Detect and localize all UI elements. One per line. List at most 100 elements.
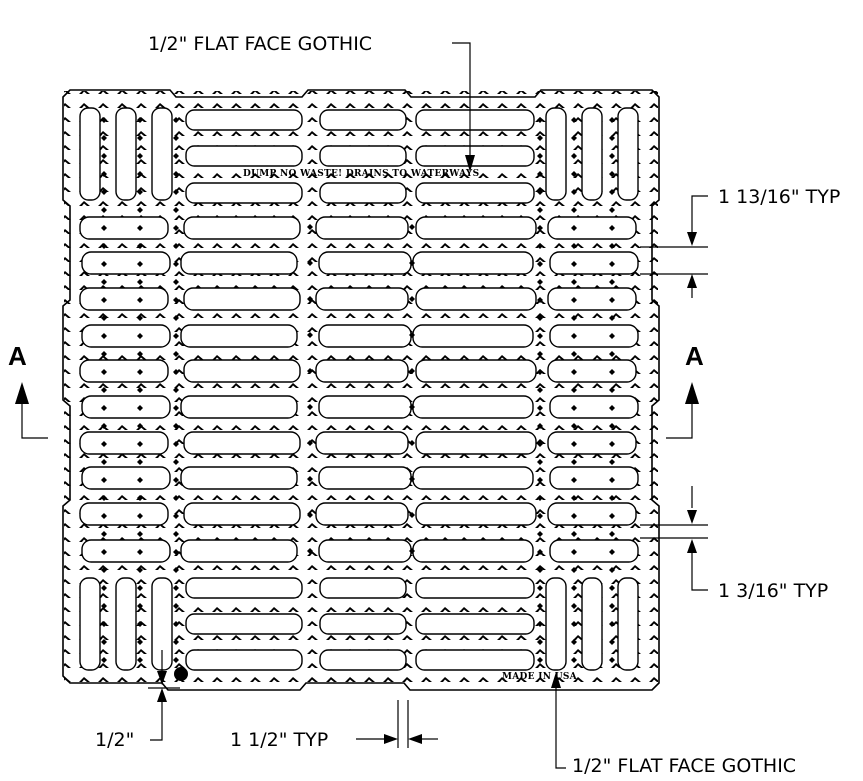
diamond-stud [101, 189, 107, 195]
diamond-stud [137, 171, 143, 177]
grate-slot [547, 287, 637, 311]
grate-slot [79, 431, 169, 455]
diamond-stud [571, 171, 577, 177]
grate-slot [415, 287, 537, 311]
diamond-stud [537, 297, 543, 303]
grate-slot [415, 577, 535, 599]
grate-slot [180, 324, 298, 348]
diamond-stud [137, 243, 143, 249]
diamond-stud [609, 477, 615, 483]
grate-slot [318, 539, 412, 563]
diamond-stud [537, 243, 543, 249]
diamond-stud [571, 639, 577, 645]
diamond-stud [537, 333, 543, 339]
grate-slot [185, 109, 303, 131]
diamond-stud [537, 135, 543, 141]
diamond-stud [101, 549, 107, 555]
grate-slot [318, 466, 412, 490]
dim-slot-width [640, 195, 708, 298]
diamond-stud [173, 117, 179, 123]
diamond-stud [537, 351, 543, 357]
diamond-stud [101, 423, 107, 429]
diamond-stud [571, 153, 577, 159]
grate-slot [547, 502, 637, 526]
callout-edge-margin: 1/2" [95, 729, 134, 751]
grate-slot [185, 182, 303, 204]
diamond-stud [571, 225, 577, 231]
grate-slot [180, 251, 298, 275]
diamond-stud [137, 333, 143, 339]
callout-slot-gap-typ: 1 1/2" TYP [230, 729, 328, 751]
diamond-stud [173, 459, 179, 465]
diamond-stud [173, 405, 179, 411]
grate-slot [415, 431, 537, 455]
section-marker-right: A [685, 341, 704, 371]
diamond-stud [571, 441, 577, 447]
grate-slot [319, 182, 407, 204]
diamond-stud [173, 477, 179, 483]
grate-slot [183, 502, 301, 526]
grate-slot [318, 395, 412, 419]
diamond-stud [137, 315, 143, 321]
grate-slot [318, 251, 412, 275]
diamond-stud [571, 495, 577, 501]
diamond-stud [101, 297, 107, 303]
diamond-stud [173, 297, 179, 303]
grate-slot [319, 145, 407, 167]
diamond-stud [609, 261, 615, 267]
diamond-stud [537, 567, 543, 573]
diamond-stud [571, 279, 577, 285]
diamond-stud [101, 207, 107, 213]
diamond-stud [101, 477, 107, 483]
grate-slot [319, 649, 407, 671]
diamond-stud [571, 549, 577, 555]
diamond-stud [571, 423, 577, 429]
grate-slot [549, 251, 639, 275]
diamond-stud [609, 297, 615, 303]
grate-slot [180, 539, 298, 563]
diamond-stud [173, 441, 179, 447]
diamond-stud [409, 548, 415, 554]
grate-slot [180, 395, 298, 419]
diamond-stud [609, 441, 615, 447]
diamond-stud [571, 333, 577, 339]
diamond-stud [101, 369, 107, 375]
diamond-stud [137, 495, 143, 501]
diamond-stud [537, 369, 543, 375]
section-arrow-right [666, 382, 699, 439]
diamond-stud [307, 260, 313, 266]
diamond-stud [307, 440, 313, 446]
diamond-stud [307, 404, 313, 410]
diamond-stud [101, 351, 107, 357]
diamond-stud [609, 117, 615, 123]
diamond-stud [609, 513, 615, 519]
diamond-stud [173, 207, 179, 213]
diamond-stud [609, 369, 615, 375]
grate-slot [415, 613, 535, 635]
diamond-stud [101, 117, 107, 123]
grate-slot [79, 502, 169, 526]
diamond-stud [173, 513, 179, 519]
diamond-stud [137, 603, 143, 609]
diamond-stud [137, 369, 143, 375]
diamond-stud [537, 513, 543, 519]
diamond-stud [137, 621, 143, 627]
diamond-stud [173, 567, 179, 573]
diamond-stud [173, 315, 179, 321]
diamond-stud [571, 243, 577, 249]
diamond-stud [137, 297, 143, 303]
diamond-stud [537, 261, 543, 267]
diamond-stud [571, 531, 577, 537]
diamond-stud [609, 279, 615, 285]
diamond-stud [101, 603, 107, 609]
diamond-stud [571, 369, 577, 375]
diamond-stud [173, 279, 179, 285]
diamond-stud [137, 639, 143, 645]
diamond-stud [307, 476, 313, 482]
diamond-stud [409, 296, 415, 302]
diamond-stud [137, 189, 143, 195]
grate-slot [81, 395, 171, 419]
diamond-stud [609, 657, 615, 663]
diamond-stud [609, 621, 615, 627]
